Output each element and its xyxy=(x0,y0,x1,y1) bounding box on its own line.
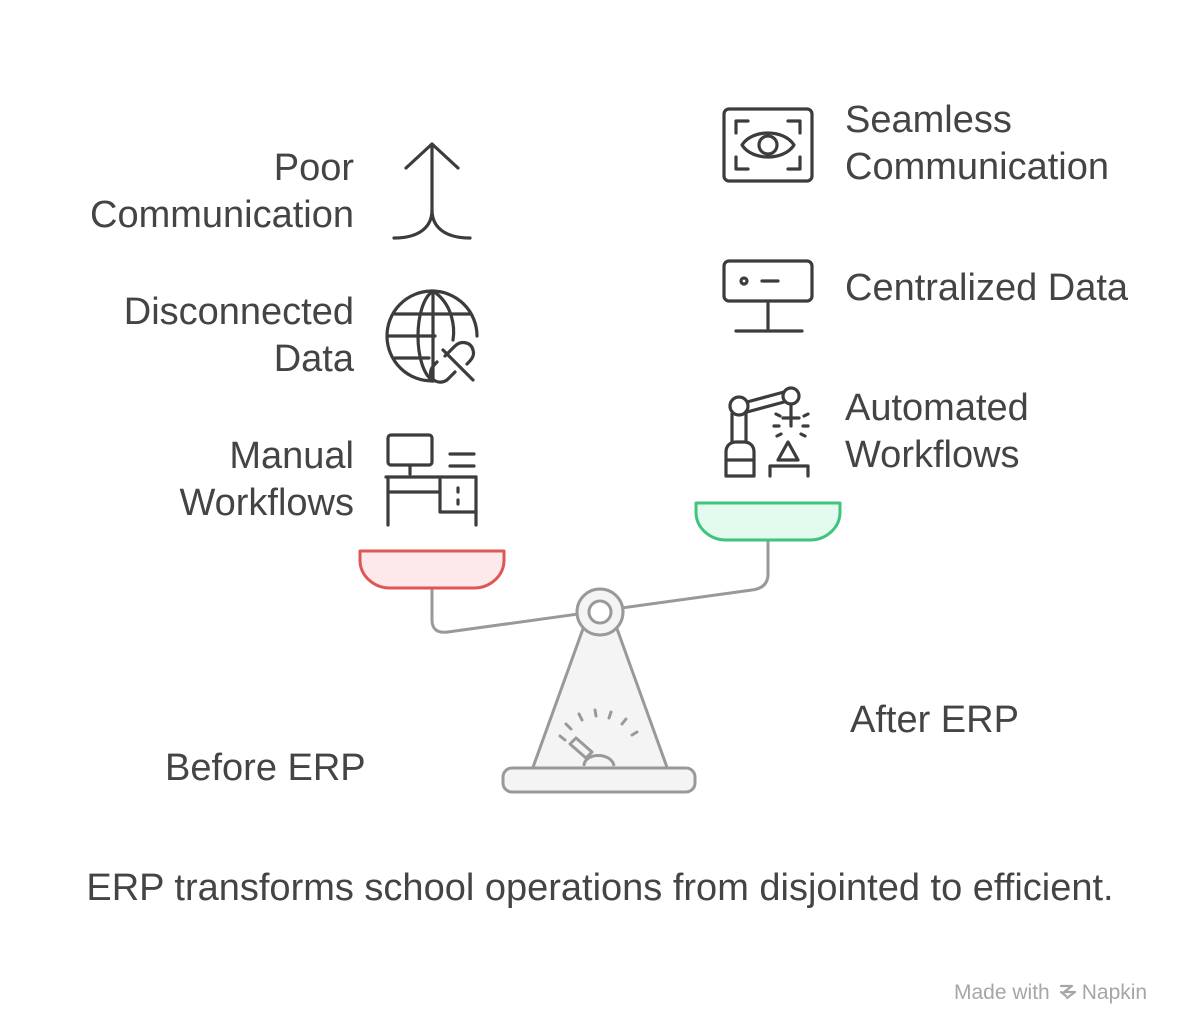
label-after-erp: After ERP xyxy=(850,699,1019,741)
label-automated-workflows: Automated Workflows xyxy=(845,387,1029,476)
diagram-caption: ERP transforms school operations from di… xyxy=(86,867,1114,909)
scale-pillar xyxy=(530,624,670,772)
scale-base xyxy=(501,766,697,794)
label-manual-workflows: Manual Workflows xyxy=(179,435,354,524)
napkin-brand-text: Napkin xyxy=(1081,981,1148,1004)
scale-pan-after xyxy=(694,501,842,542)
label-centralized-data: Centralized Data xyxy=(845,267,1129,309)
label-poor-communication: Poor Communication xyxy=(90,147,354,236)
label-disconnected-data: Disconnected Data xyxy=(123,291,354,380)
branching-arrow-icon xyxy=(390,140,474,244)
napkin-logo-icon xyxy=(1058,982,1078,1010)
made-with-text: Made with xyxy=(954,981,1050,1004)
globe-broken-link-icon xyxy=(385,288,481,384)
scale-pan-before xyxy=(358,549,506,590)
gauge-ticks xyxy=(558,708,639,742)
robotic-arm-icon xyxy=(720,384,816,480)
eye-scan-icon xyxy=(722,107,814,183)
label-seamless-communication: Seamless Communication xyxy=(845,99,1109,188)
made-with-napkin-footer[interactable]: Made with Napkin xyxy=(954,979,1147,1010)
monitor-server-icon xyxy=(722,259,814,335)
office-desk-icon xyxy=(384,432,480,528)
label-before-erp: Before ERP xyxy=(165,747,366,789)
gauge-needle xyxy=(568,736,594,760)
